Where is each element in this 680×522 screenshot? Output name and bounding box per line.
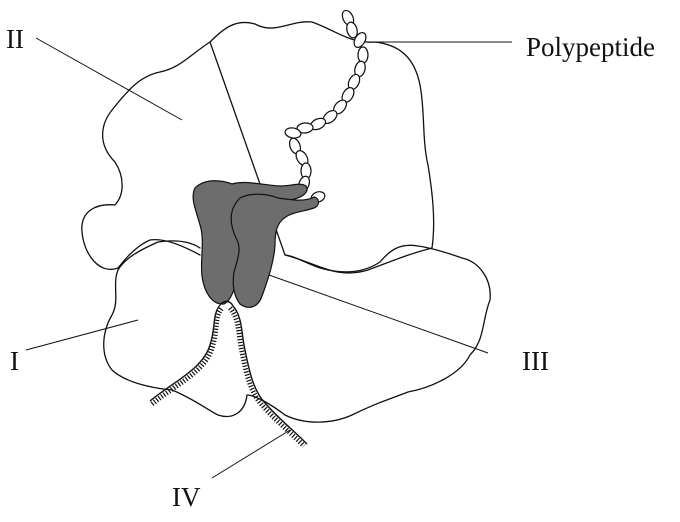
leader-large-subunit xyxy=(36,38,182,120)
polypeptide-chain xyxy=(284,9,368,204)
label-large-subunit: II xyxy=(6,26,24,53)
label-polypeptide: Polypeptide xyxy=(526,34,655,61)
label-small-subunit: I xyxy=(10,348,19,375)
label-tunnel: III xyxy=(522,348,549,375)
mrna-strand xyxy=(150,301,307,446)
label-mrna: IV xyxy=(172,484,201,511)
leader-mrna xyxy=(212,430,290,478)
leader-small-subunit xyxy=(26,320,138,350)
tunnel-right-lobe xyxy=(231,194,318,307)
amino-acid-bead xyxy=(358,47,368,63)
leader-tunnel xyxy=(255,270,488,353)
